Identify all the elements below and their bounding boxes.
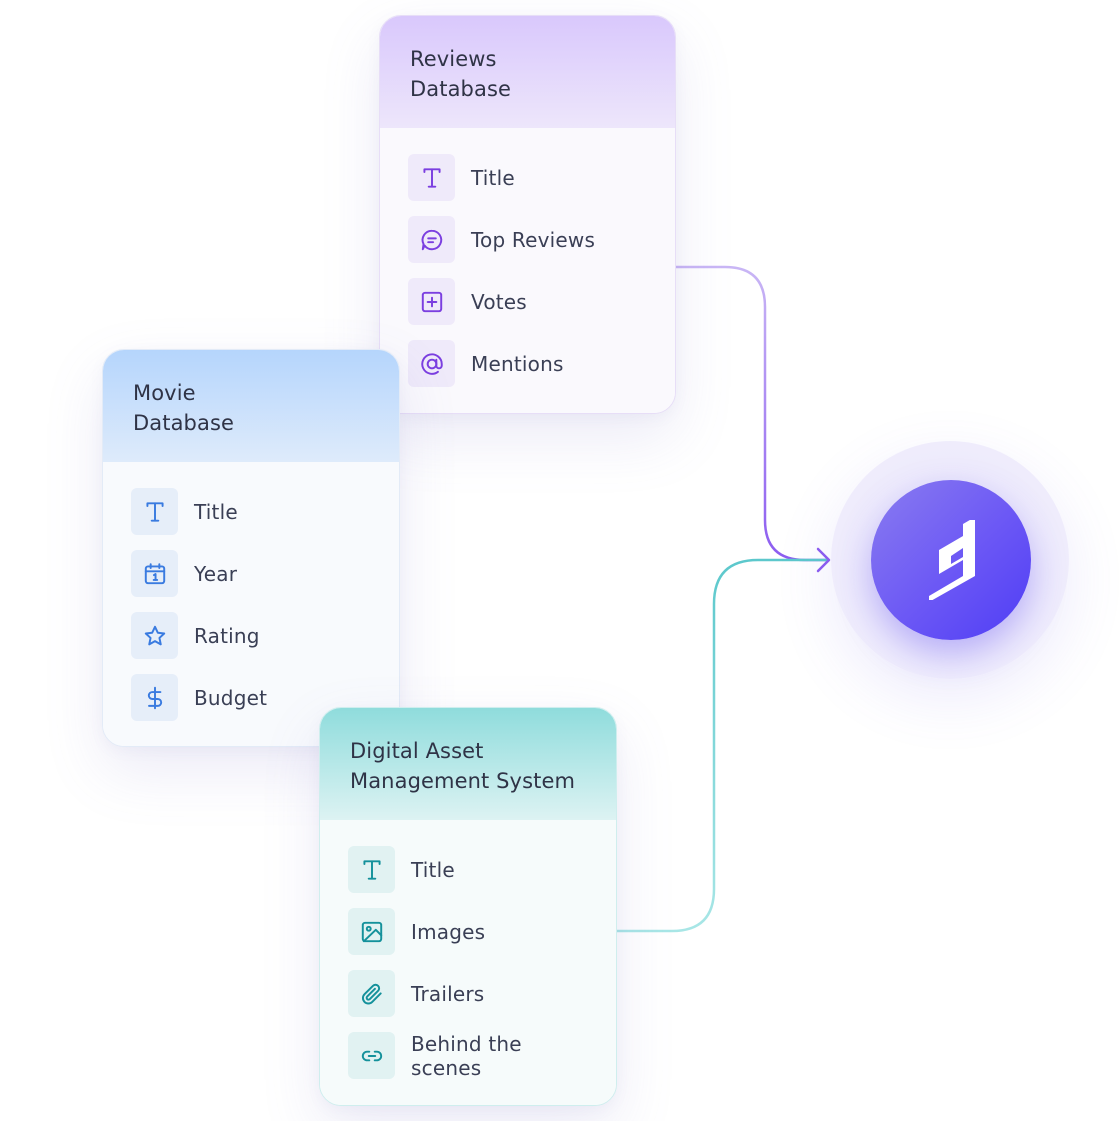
dollar-icon — [131, 674, 178, 721]
field-label: Votes — [471, 289, 527, 314]
field-label: Title — [471, 165, 515, 190]
plus-square-icon — [408, 278, 455, 325]
field-label: Rating — [194, 623, 260, 648]
dam-connector-line — [617, 558, 828, 933]
field-label: Images — [411, 919, 486, 944]
card-title-line1: Digital Asset — [350, 739, 484, 763]
field-label: Title — [194, 499, 238, 524]
reviews-database-card[interactable]: Reviews Database Title Top R — [379, 15, 676, 414]
field-votes[interactable]: Votes — [408, 278, 647, 325]
field-title[interactable]: Title — [408, 154, 647, 201]
text-type-icon — [408, 154, 455, 201]
field-budget[interactable]: Budget — [131, 674, 371, 721]
calendar-icon — [131, 550, 178, 597]
text-type-icon — [348, 846, 395, 893]
card-title-line1: Movie — [133, 381, 196, 405]
field-year[interactable]: Year — [131, 550, 371, 597]
field-images[interactable]: Images — [348, 908, 588, 955]
star-icon — [131, 612, 178, 659]
field-rating[interactable]: Rating — [131, 612, 371, 659]
card-title-line1: Reviews — [410, 47, 497, 71]
chat-bubble-icon — [408, 216, 455, 263]
image-icon — [348, 908, 395, 955]
at-sign-icon — [408, 340, 455, 387]
field-label: Top Reviews — [471, 227, 596, 252]
field-label: Title — [411, 857, 455, 882]
card-title-line2: Database — [133, 411, 235, 435]
card-header: Digital Asset Management System — [320, 708, 616, 820]
paperclip-icon — [348, 970, 395, 1017]
field-label: Trailers — [411, 981, 485, 1006]
field-label: Mentions — [471, 351, 564, 376]
card-header: Reviews Database — [380, 16, 675, 128]
card-body: Title Year Rating — [103, 462, 399, 746]
link-icon — [348, 1032, 395, 1079]
card-body: Title Top Reviews Votes — [380, 128, 675, 413]
field-title[interactable]: Title — [348, 846, 588, 893]
field-title[interactable]: Title — [131, 488, 371, 535]
text-type-icon — [131, 488, 178, 535]
movie-database-card[interactable]: Movie Database Title Year — [102, 349, 400, 747]
card-title-line2: Management System — [350, 769, 576, 793]
digital-asset-management-card[interactable]: Digital Asset Management System Title — [319, 707, 617, 1106]
arrow-head-icon — [816, 547, 831, 573]
hub-logo-circle[interactable] — [871, 480, 1031, 640]
field-label: Year — [194, 561, 238, 586]
field-trailers[interactable]: Trailers — [348, 970, 588, 1017]
card-body: Title Images Trailers — [320, 820, 616, 1105]
field-mentions[interactable]: Mentions — [408, 340, 647, 387]
field-label: Budget — [194, 685, 268, 710]
field-behind-the-scenes[interactable]: Behind the scenes — [348, 1031, 588, 1080]
field-top-reviews[interactable]: Top Reviews — [408, 216, 647, 263]
field-label: Behind the scenes — [411, 1031, 522, 1080]
hygraph-logo-icon — [929, 520, 975, 600]
card-header: Movie Database — [103, 350, 399, 462]
card-title-line2: Database — [410, 77, 512, 101]
reviews-connector-line — [676, 265, 828, 562]
